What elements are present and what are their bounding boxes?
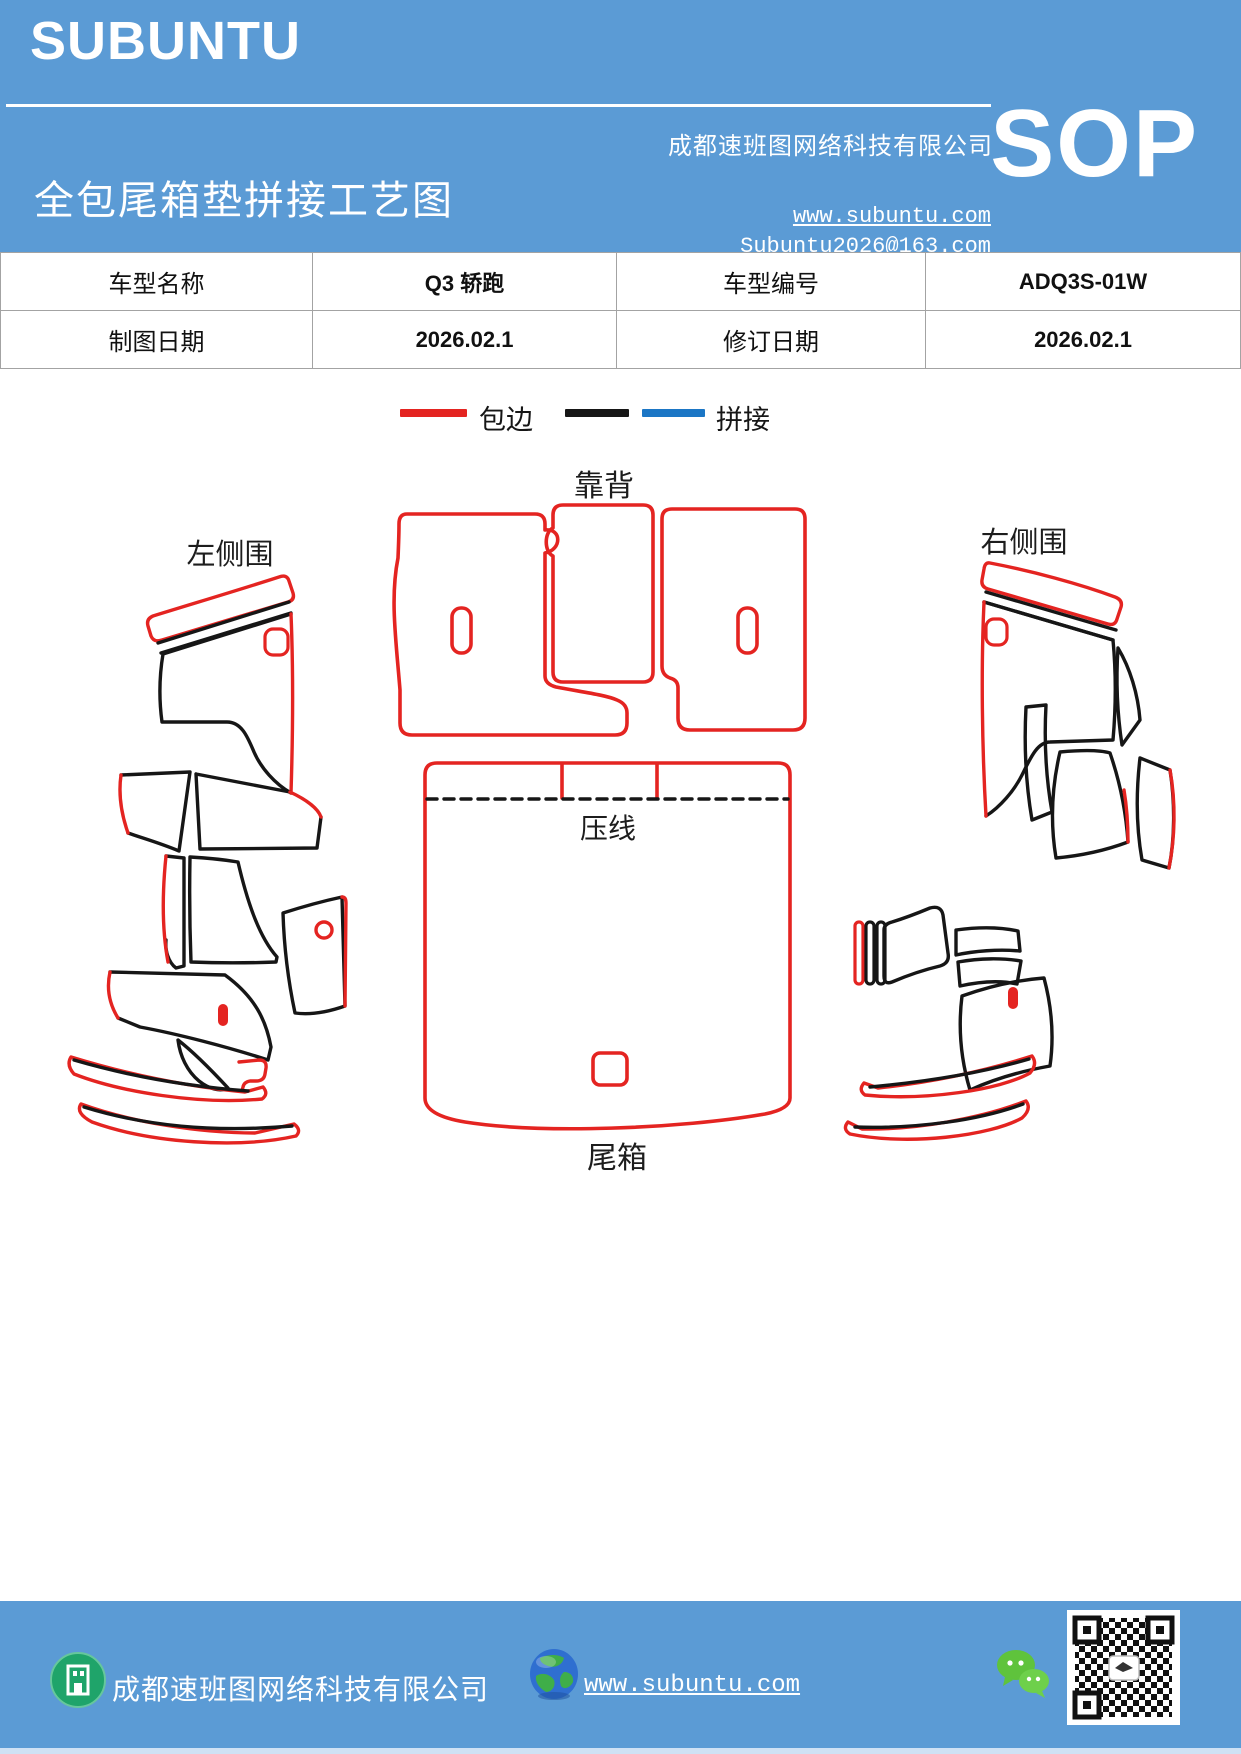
table-cell-model-name-label: 车型名称 bbox=[0, 253, 313, 311]
left-stitch-line-1 bbox=[156, 600, 291, 645]
left-swoosh-1-stitch bbox=[72, 1058, 250, 1093]
left-piece-circle-host bbox=[281, 895, 347, 1016]
right-top-strip bbox=[980, 561, 1124, 627]
footer-website-link[interactable]: www.subuntu.com bbox=[584, 1672, 801, 1699]
left-swoosh-2 bbox=[77, 1102, 301, 1145]
legend-stitch-blue-swatch bbox=[642, 409, 705, 417]
right-side-group bbox=[843, 561, 1176, 1141]
building-icon bbox=[50, 1652, 106, 1708]
wechat-icon bbox=[997, 1650, 1049, 1698]
left-piece-3-red-edge bbox=[161, 854, 170, 964]
label-left-side: 左侧围 bbox=[186, 538, 273, 571]
left-claw-piece bbox=[176, 1038, 230, 1092]
right-sub-piece-3 bbox=[1050, 748, 1130, 860]
left-panel-hook-hole bbox=[263, 627, 290, 657]
label-press-line: 压线 bbox=[580, 813, 636, 845]
backrest-right-piece bbox=[660, 507, 807, 732]
right-main-panel-red-edge bbox=[980, 600, 988, 818]
header-email: Subuntu2026@163.com bbox=[740, 234, 991, 259]
sop-badge: SOP bbox=[990, 90, 1199, 197]
label-backrest: 靠背 bbox=[574, 470, 634, 503]
right-panel-hook-hole bbox=[984, 617, 1009, 647]
trunk-slot bbox=[591, 1051, 629, 1087]
table-cell-model-code-value: ADQ3S-01W bbox=[926, 253, 1241, 311]
legend-stitch-label: 拼接 bbox=[716, 405, 770, 435]
backrest-right-slot bbox=[736, 606, 759, 655]
left-piece-4 bbox=[187, 855, 279, 965]
table-cell-revise-date-label: 修订日期 bbox=[617, 311, 926, 369]
label-trunk: 尾箱 bbox=[587, 1142, 647, 1175]
left-swoosh-1 bbox=[67, 1055, 268, 1103]
legend-edge-wrap-swatch bbox=[400, 409, 467, 417]
globe-icon bbox=[530, 1649, 578, 1700]
right-wedge-1 bbox=[954, 926, 1022, 957]
right-main-panel bbox=[982, 600, 1117, 818]
left-piece-2 bbox=[194, 772, 323, 851]
left-piece-1-red-edge bbox=[118, 773, 130, 835]
left-top-strip bbox=[145, 574, 296, 643]
right-far-piece bbox=[1135, 756, 1176, 870]
right-swoosh-2-stitch bbox=[853, 1102, 1025, 1129]
left-grommet-hole bbox=[314, 920, 334, 940]
header-divider-line bbox=[6, 104, 991, 107]
left-small-slot bbox=[218, 1004, 228, 1026]
right-far-piece-red-edge bbox=[1167, 768, 1176, 870]
table-cell-model-code-label: 车型编号 bbox=[617, 253, 926, 311]
backrest-middle-piece bbox=[544, 503, 655, 684]
left-side-group bbox=[67, 574, 348, 1145]
legend-stitch-black-swatch bbox=[565, 409, 629, 417]
right-stitch-line-1 bbox=[984, 590, 1118, 632]
left-piece-3 bbox=[164, 854, 186, 970]
table-cell-draw-date-label: 制图日期 bbox=[0, 311, 313, 369]
left-swoosh-2-stitch bbox=[82, 1105, 294, 1131]
header-website-link[interactable]: www.subuntu.com bbox=[792, 204, 991, 229]
left-piece-2-red-corner bbox=[288, 790, 323, 819]
footer-company-name: 成都速班图网络科技有限公司 bbox=[112, 1675, 490, 1706]
page-header: SUBUNTU 全包尾箱垫拼接工艺图 成都速班图网络科技有限公司 www.sub… bbox=[0, 0, 1241, 259]
left-main-panel bbox=[158, 612, 293, 795]
page-title: 全包尾箱垫拼接工艺图 bbox=[34, 178, 454, 223]
brand-logo: SUBUNTU bbox=[30, 11, 301, 71]
right-wedge-2 bbox=[956, 957, 1023, 988]
right-funnel-piece bbox=[882, 905, 951, 985]
backrest-group bbox=[392, 503, 807, 737]
legend-edge-wrap-label: 包边 bbox=[479, 405, 533, 435]
backrest-left-slot bbox=[450, 606, 473, 655]
right-pill-piece bbox=[958, 976, 1054, 1092]
table-cell-model-name-value: Q3 轿跑 bbox=[313, 253, 617, 311]
trunk-outline bbox=[423, 761, 792, 1131]
right-sub-piece-3-red-edge bbox=[1122, 788, 1130, 844]
trunk-group bbox=[423, 761, 792, 1131]
table-cell-draw-date-value: 2026.02.1 bbox=[313, 311, 617, 369]
right-swoosh-2 bbox=[843, 1099, 1030, 1141]
header-company-name: 成都速班图网络科技有限公司 bbox=[668, 134, 993, 160]
label-right-side: 右侧围 bbox=[980, 526, 1067, 559]
right-sub-piece-2 bbox=[1115, 646, 1142, 747]
right-swoosh-1-stitch bbox=[868, 1057, 1031, 1089]
left-bracket-piece bbox=[237, 1058, 268, 1093]
qr-code bbox=[1067, 1610, 1180, 1725]
right-small-slot bbox=[1008, 987, 1018, 1009]
left-piece-circle-host-red-edge bbox=[340, 895, 348, 1008]
right-bar-red bbox=[853, 920, 865, 986]
backrest-left-piece bbox=[392, 512, 629, 737]
right-bar-black-1 bbox=[864, 920, 876, 986]
footer-bottom-strip bbox=[0, 1748, 1241, 1754]
left-main-panel-red-edge bbox=[289, 612, 295, 795]
vehicle-info-table: 车型名称 Q3 轿跑 车型编号 ADQ3S-01W 制图日期 2026.02.1… bbox=[0, 252, 1241, 369]
left-band-piece bbox=[108, 970, 273, 1062]
left-piece-1 bbox=[119, 770, 192, 853]
left-band-red-edge bbox=[106, 970, 120, 1020]
